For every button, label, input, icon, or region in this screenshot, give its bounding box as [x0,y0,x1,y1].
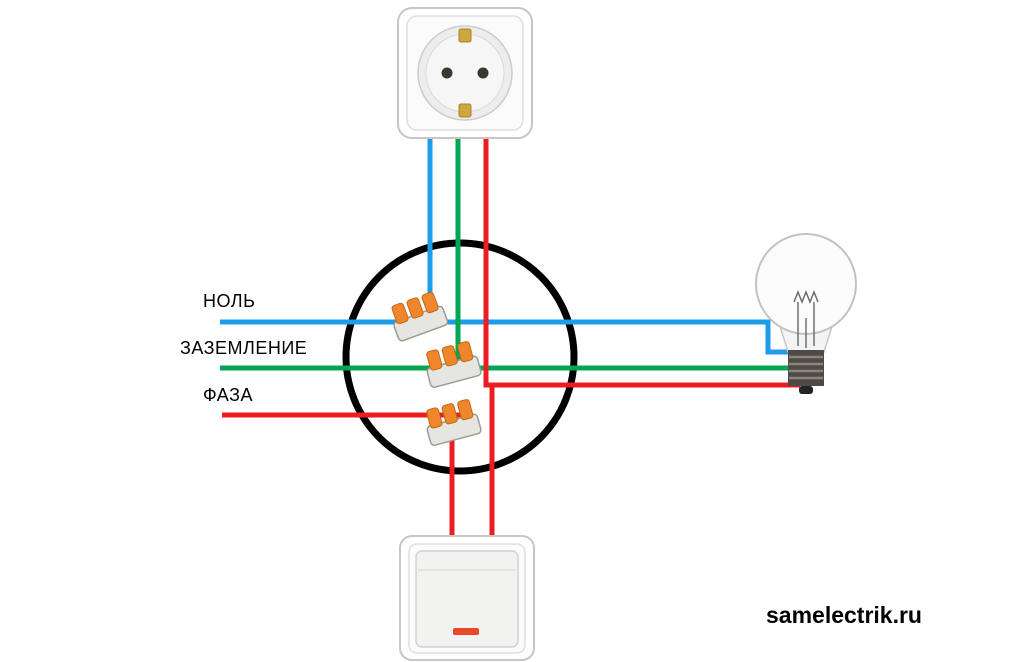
bulb-base-contact [799,386,813,394]
switch-rocker [415,550,519,648]
socket-ground-clip-bottom [458,103,472,118]
phase-wire-from-socket-to-bulb [483,132,800,388]
socket-pin-hole-left [441,67,453,79]
light-switch [399,535,535,661]
connector-levers [391,291,439,325]
neutral-wire-group [220,132,800,355]
bulb-screw-base [788,350,824,386]
watermark: samelectrik.ru [766,602,922,628]
socket-pin-hole-right [477,67,489,79]
wall-socket [397,7,533,139]
label-neutral: НОЛЬ [203,291,256,311]
ground-wire-group [220,132,800,371]
neutral-wire-run-to-bulb [220,319,800,355]
light-bulb [755,233,857,394]
switch-indicator [453,628,479,635]
label-ground: ЗАЗЕМЛЕНИЕ [180,338,308,358]
socket-recess-inner [425,33,505,113]
wago-connector-phase [426,399,482,446]
wago-connector-neutral [391,291,449,342]
bulb-base-threads [789,355,823,380]
label-phase: ФАЗА [203,385,253,405]
socket-ground-clip-top [458,28,472,43]
connector-levers [426,341,474,371]
bulb-filament [793,290,819,348]
wago-connector-ground [426,341,482,388]
connector-levers [426,399,474,429]
